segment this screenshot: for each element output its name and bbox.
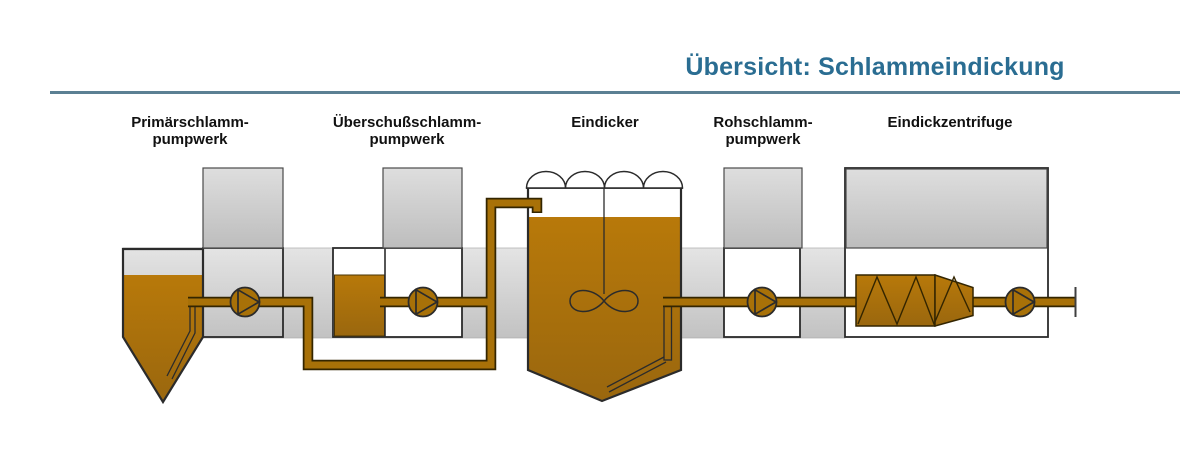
page-title: Übersicht: Schlammeindickung	[685, 53, 1065, 81]
tank-walls	[526, 188, 683, 403]
centrifuge-scroll-icon	[857, 275, 971, 326]
label-line: pumpwerk	[725, 130, 801, 148]
tank-dome-arcs-icon	[525, 170, 684, 189]
stirrer-propeller-icon	[569, 289, 639, 313]
label-thickening-centrifuge: Eindickzentrifuge	[840, 114, 1060, 132]
hopper-tank	[121, 247, 205, 405]
centrifuge-cone	[934, 273, 974, 327]
label-line: pumpwerk	[369, 130, 445, 148]
pump-icon-discharge	[1004, 286, 1036, 318]
label-line: Überschußschlamm-	[332, 114, 482, 131]
label-line: Rohschlamm-	[713, 114, 813, 131]
suction-pipe-icon	[608, 361, 667, 393]
sludge-fill	[123, 275, 203, 402]
label-thickener: Eindicker	[495, 114, 715, 132]
sludge-fill	[528, 217, 681, 400]
label-line: Primärschlamm-	[131, 114, 249, 131]
suction-pipe-icon	[606, 356, 665, 388]
label-primary-sludge-pump-station: Primärschlamm- pumpwerk	[80, 114, 300, 148]
label-line: Eindickzentrifuge	[887, 114, 1013, 131]
pump-icon-excess	[407, 286, 439, 318]
pump-icon-primary	[229, 286, 261, 318]
suction-pipe-icon	[171, 305, 196, 380]
pump-icon-raw	[746, 286, 778, 318]
sludge-fill	[334, 274, 385, 337]
building-excess	[382, 167, 463, 249]
centrifuge-body	[855, 274, 936, 327]
label-raw-sludge-pump-station: Rohschlamm- pumpwerk	[653, 114, 873, 148]
building-raw	[723, 167, 803, 249]
label-line: pumpwerk	[152, 130, 228, 148]
title-rule	[50, 91, 1180, 94]
label-line: Eindicker	[571, 114, 639, 131]
suction-pipe-icon	[166, 305, 191, 377]
label-excess-sludge-pump-station: Überschußschlamm- pumpwerk	[297, 114, 517, 148]
pipe-primary-to-thickener	[188, 199, 541, 369]
thickener-tank	[525, 170, 684, 403]
centrifuge-icon	[855, 273, 974, 327]
station-excess-sludge-pump	[332, 247, 463, 338]
building-primary	[202, 167, 284, 249]
building	[845, 168, 1048, 249]
